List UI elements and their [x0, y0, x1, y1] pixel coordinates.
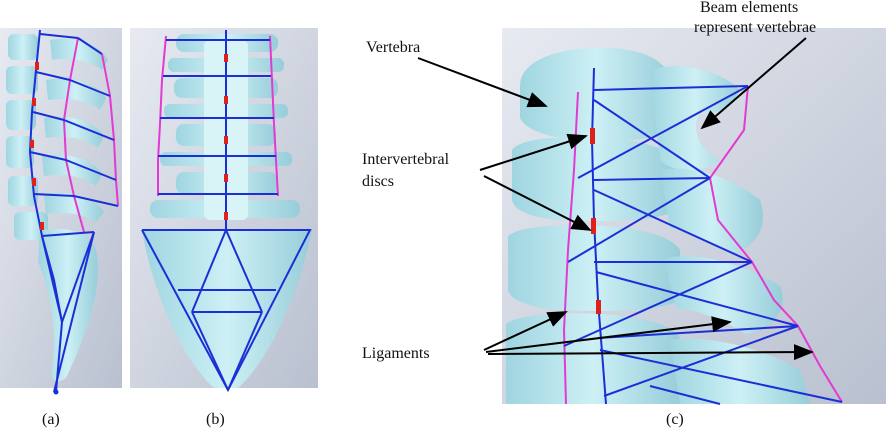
panel-c-caption: (c) — [666, 411, 684, 428]
panel-b: (b) — [130, 28, 318, 428]
panel-a-caption: (a) — [42, 411, 60, 428]
label-beam-line1: Beam elements — [700, 0, 798, 16]
label-ligaments: Ligaments — [362, 345, 430, 362]
label-discs-line2: discs — [362, 173, 394, 190]
label-discs-line1: Intervertebral — [362, 151, 450, 168]
label-beam-line2: represent vertebrae — [694, 19, 816, 36]
panel-b-caption: (b) — [206, 411, 225, 428]
panel-a: (a) — [0, 28, 122, 428]
panel-c: (c) — [502, 28, 886, 428]
label-vertebra: Vertebra — [366, 39, 420, 56]
